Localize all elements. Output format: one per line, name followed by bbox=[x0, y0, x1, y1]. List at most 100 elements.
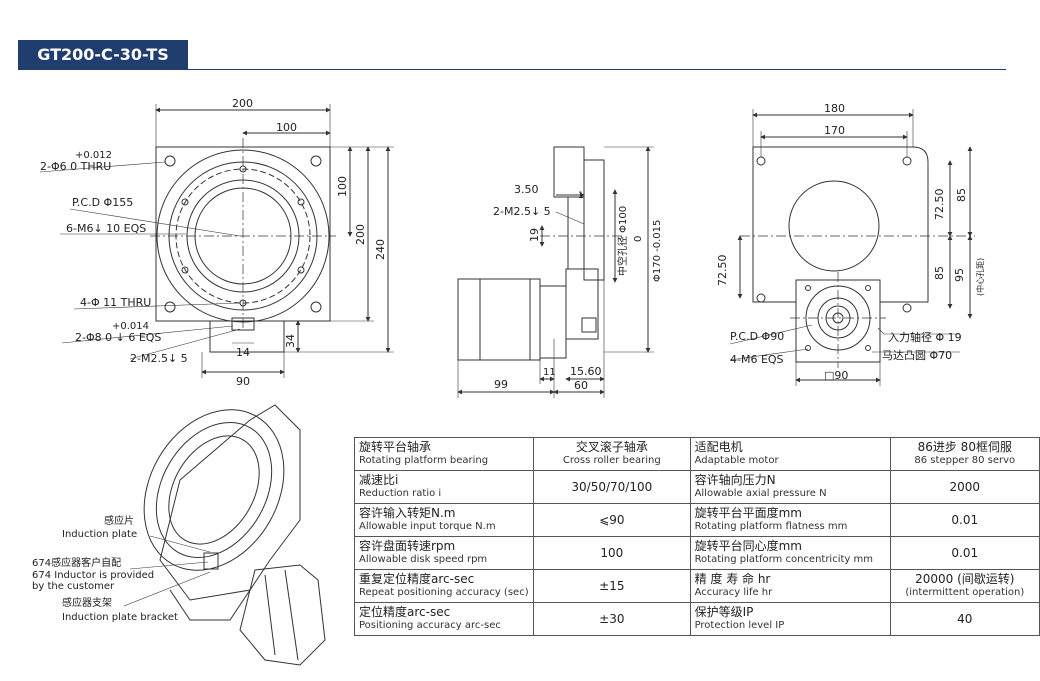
center-hole-note: (中心孔距) bbox=[975, 258, 985, 296]
dim-34: 34 bbox=[284, 334, 297, 348]
spec-value: ±30 bbox=[533, 602, 691, 636]
spec-value: 100 bbox=[533, 536, 691, 570]
title-underline bbox=[188, 69, 1006, 70]
spec-value: 40 bbox=[889, 602, 1040, 636]
spec-label-secondary: Accuracy life hr bbox=[694, 587, 773, 598]
spec-label-secondary: Rotating platform bearing bbox=[359, 455, 489, 466]
front-view bbox=[39, 104, 394, 378]
spec-label-primary: 容许输入转矩N.m bbox=[359, 506, 456, 520]
spec-label-secondary: Allowable input torque N.m bbox=[359, 521, 496, 532]
thru-tolerance: +0.012 bbox=[75, 150, 112, 161]
spec-label-secondary: Repeat positioning accuracy (sec) bbox=[359, 587, 529, 598]
spec-label-secondary: Adaptable motor bbox=[694, 455, 779, 466]
dim-11: 11 bbox=[543, 367, 556, 378]
tapped-holes-callout: 6-M6↓ 10 EQS bbox=[66, 222, 146, 235]
spec-value-primary: 0.01 bbox=[951, 513, 979, 527]
dim-99: 99 bbox=[494, 378, 508, 391]
dim-95: 95 bbox=[953, 268, 966, 282]
side-view-labels: 3.50 1 2-M2.5↓ 5 19 中空孔径 Φ100 0 Φ170 -0.… bbox=[493, 183, 663, 392]
dim-170: 170 bbox=[824, 124, 845, 137]
isometric-view bbox=[123, 404, 326, 666]
dia-170-zero: 0 bbox=[633, 236, 644, 242]
dim-100-side: 100 bbox=[336, 176, 349, 197]
dim-240-side: 240 bbox=[374, 239, 387, 260]
induction-plate-cn: 感应片 bbox=[104, 514, 134, 527]
dim-200-top: 200 bbox=[232, 97, 253, 110]
spec-value-primary: 交叉滚子轴承 bbox=[575, 440, 648, 454]
spec-label-primary: 适配电机 bbox=[694, 440, 743, 454]
spec-label-secondary: Rotating platform concentricity mm bbox=[694, 554, 873, 565]
spec-value-primary: 2000 bbox=[949, 480, 981, 494]
spec-value: 30/50/70/100 bbox=[533, 470, 691, 504]
dim-90-bottom: 90 bbox=[236, 375, 250, 388]
spec-value-primary: 0.01 bbox=[951, 546, 979, 560]
m25-front-callout: 2-M2.5↓ 5 bbox=[130, 352, 188, 365]
spec-value-primary: 20000 (间歇运转) bbox=[915, 572, 1015, 586]
pin-holes-callout: 2-Φ8 0 ↓ 6 EQS bbox=[75, 331, 161, 344]
spec-value: 0.01 bbox=[889, 536, 1040, 570]
spec-value-secondary: (intermittent operation) bbox=[905, 587, 1025, 598]
spec-value: ±15 bbox=[533, 569, 691, 603]
spec-value-primary: 86进步 80框伺服 bbox=[917, 440, 1012, 454]
spec-label-primary: 保护等级IP bbox=[694, 605, 754, 619]
front-view-labels: 200 100 100 200 240 34 14 90 +0.012 2-Φ6… bbox=[40, 97, 387, 388]
holes-11-callout: 4-Φ 11 THRU bbox=[80, 296, 151, 309]
side-top-flange bbox=[553, 146, 585, 198]
spec-label-primary: 定位精度arc-sec bbox=[359, 605, 451, 619]
dim-1: 1 bbox=[578, 191, 584, 201]
motor-body bbox=[457, 278, 541, 361]
pcd-callout: P.C.D Φ155 bbox=[72, 196, 133, 209]
pcd-90-callout: P.C.D Φ90 bbox=[730, 330, 784, 343]
induction-plate-en: Induction plate bbox=[62, 529, 137, 540]
spec-label-primary: 容许盘面转速rpm bbox=[359, 539, 456, 553]
right-view-labels: 180 170 72.50 85 85 95 (中心孔距) 72.50 □90 … bbox=[716, 102, 985, 382]
iso-ring-outer bbox=[143, 409, 285, 571]
isometric-labels: 感应片 Induction plate 674感应器客户自配 674 Induc… bbox=[32, 514, 178, 623]
dim-15-60: 15.60 bbox=[570, 365, 602, 378]
dim-square-90: □90 bbox=[824, 369, 848, 382]
dim-100-top: 100 bbox=[276, 121, 297, 134]
dia-170-dim: Φ170 -0.015 bbox=[652, 220, 663, 282]
spec-value-primary: ⩽90 bbox=[599, 513, 625, 527]
spec-label-primary: 旋转平台平面度mm bbox=[694, 506, 802, 520]
spec-value-secondary: Cross roller bearing bbox=[562, 455, 661, 466]
spec-label-primary: 精 度 寿 命 hr bbox=[694, 572, 771, 586]
spec-label-secondary: Allowable axial pressure N bbox=[694, 488, 827, 499]
spec-value: 2000 bbox=[889, 470, 1040, 504]
input-shaft-callout: 入力轴径 Φ 19 bbox=[888, 330, 962, 344]
spec-label-primary: 旋转平台轴承 bbox=[359, 440, 432, 454]
right-plate-outline bbox=[752, 146, 929, 303]
dim-200-side: 200 bbox=[354, 224, 367, 245]
dim-85-top: 85 bbox=[955, 188, 968, 202]
model-title: GT200-C-30-TS bbox=[18, 40, 188, 70]
spec-value-primary: ±15 bbox=[599, 579, 625, 593]
motor-boss-callout: 马达凸圆 Φ70 bbox=[882, 349, 952, 362]
spec-value-primary: 100 bbox=[600, 546, 624, 560]
spec-value-primary: 40 bbox=[957, 612, 973, 626]
hollow-bore-dim: 中空孔径 Φ100 bbox=[616, 206, 629, 276]
spec-value: 20000 (间歇运转)(intermittent operation) bbox=[889, 569, 1040, 603]
spec-label-secondary: Protection level IP bbox=[694, 620, 785, 631]
iso-bore bbox=[168, 435, 260, 545]
bracket-cn: 感应器支架 bbox=[62, 596, 112, 609]
dim-14: 14 bbox=[236, 346, 250, 359]
pin-tolerance: +0.014 bbox=[112, 321, 149, 332]
